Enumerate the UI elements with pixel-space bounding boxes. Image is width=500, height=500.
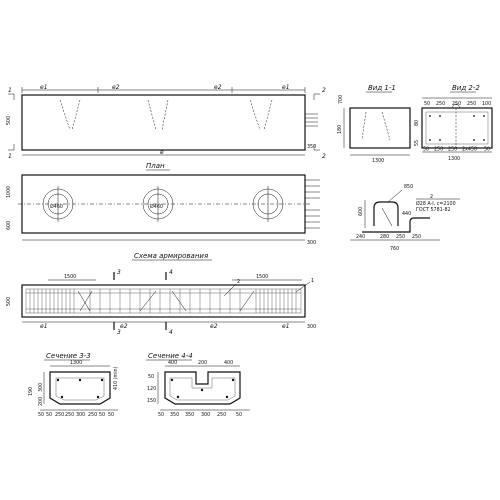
dim-part-mid: 440 [402,211,411,217]
dim-scheme-right: 300 [307,324,316,330]
dim-plan-right: 300 [307,240,316,246]
dim-view2-bot-3: 2x450 [462,147,477,153]
view-2-title: Вид 2-2 [452,84,480,92]
dim-s44-top-2: 400 [224,360,233,366]
dim-s44-left-2: 150 [147,398,156,404]
stirrups-right [255,289,297,313]
dim-s33-bot-6: 50 [99,412,105,418]
dim-scheme-left: 500 [6,297,12,306]
dim-s33-rot: 410 (min) [113,366,119,390]
dim-s44-top-0: 400 [168,360,177,366]
dim-s44-bot-3: 300 [201,412,210,418]
dim-elevation-left: 500 [6,116,12,125]
section-4-title: Сечение 4-4 [148,352,193,360]
dim-scheme-top-right: 1500 [256,274,268,280]
dim-view2-bot-4: 50 [484,147,490,153]
dim-part-bottom-2: 250 [412,234,421,240]
dim-part-bottom-0: 280 [380,234,389,240]
dim-s33-side2: 200 [38,397,44,406]
dim-s44-left-0: 50 [148,374,154,380]
cut-label-3-top: 3 [117,269,121,276]
scheme-e2-left: e2 [120,323,128,330]
dim-view1-side: 700 [338,95,344,104]
dim-view2-top-0: 50 [424,101,430,107]
dim-part-bot-left: 240 [356,234,365,240]
dim-s33-left: 190 [28,387,34,396]
section-3-title: Сечение 3-3 [46,352,91,360]
dim-s33-bot-0: 50 [38,412,44,418]
dim-view1-left: 180 [337,125,343,134]
scheme-e1-right: e1 [282,323,290,330]
segment-e1-right: e1 [282,84,290,91]
part-spec-2: ГОСТ 5781-82 [416,207,451,213]
view-1-1: Вид 1-1 700 180 1300 [337,84,411,164]
dim-view2-top-1: 250 [436,101,445,107]
dim-s44-bot-1: 350 [170,412,179,418]
dim-view2-bot-2: 250 [448,147,457,153]
dim-view1-bottom: 1300 [372,158,384,164]
dim-s44-bot-0: 50 [158,412,164,418]
stirrups-mid [89,289,241,313]
dim-s33-bot-4: 300 [76,412,85,418]
dim-plan-mid: 600 [6,221,12,230]
part-spec-1: Ø28 A-I, c=2100 [416,200,456,207]
view-2-2: Вид 2-2 50 250 250 250 100 50 250 250 2x… [414,84,493,162]
segment-e1-left: e1 [40,84,48,91]
dim-s33-side: 300 [38,383,44,392]
cut-label-1-bottom: 1 [8,153,12,160]
hole-2-label: Ø460 [150,203,163,210]
dim-elevation-right: 350 [307,144,316,150]
cut-label-4-bottom: 4 [169,329,173,336]
dim-view2-bot-1: 250 [434,147,443,153]
reinforcement-scheme: Схема армирования 1500 1500 [6,252,316,336]
scheme-title: Схема армирования [134,252,208,260]
dim-s33-bot-2: 250 [55,412,64,418]
cut-label-2-top: 2 [322,87,326,94]
dim-s44-bot-2: 350 [185,412,194,418]
scheme-e1-left: e1 [40,323,48,330]
segment-e2-left: e2 [112,84,120,91]
dim-s44-left-1: 120 [147,386,156,392]
dim-s33-bot-3: 250 [65,412,74,418]
dim-part-left: 600 [358,207,364,216]
segment-e-total: e [160,149,164,156]
dim-s44-bot-5: 50 [236,412,242,418]
dim-scheme-top-left: 1500 [64,274,76,280]
plan-view: План Ø460 Ø460 1000 600 300 [6,162,320,246]
cut-label-2-bottom: 2 [322,153,326,160]
dim-view2-bot-0: 50 [423,147,429,153]
cut-label-1-top: 1 [8,87,12,94]
cut-label-4-top: 4 [169,269,173,276]
bar-detail: 850 600 440 240 280 250 250 760 2 Ø28 A-… [350,184,460,252]
dim-plan-left: 1000 [6,186,12,198]
dim-s33-bot-7: 50 [108,412,114,418]
dim-s44-top-1: 200 [198,360,207,366]
dim-part-total: 760 [390,246,399,252]
callout-part-1: 1 [311,278,314,284]
dim-s33-top: 1300 [70,360,82,366]
dim-view2-total: 1300 [448,156,460,162]
elevation-view: 1 1 2 2 e1 e2 e2 e1 e 500 350 [6,84,326,160]
cut-label-3-bottom: 3 [117,329,121,336]
dim-view2-left: 80 [414,120,420,126]
dim-part-top: 850 [404,184,413,190]
stirrups-left [29,289,75,313]
dim-s33-bot-1: 50 [46,412,52,418]
section-3-3: Сечение 3-3 1300 300 200 190 410 (min) 5… [28,352,119,418]
plan-title: План [146,162,165,170]
part-number: 2 [430,194,433,200]
dim-view2-left2: 55 [414,140,420,146]
hole-1-label: Ø460 [50,203,63,210]
scheme-e2-right: e2 [210,323,218,330]
view-1-title: Вид 1-1 [368,84,396,92]
section-4-4: Сечение 4-4 400 200 400 50 120 150 50 35… [146,352,250,418]
dim-view2-top-4: 100 [482,101,491,107]
dim-s44-bot-4: 250 [217,412,226,418]
dim-s33-bot-5: 250 [88,412,97,418]
segment-e2-right: e2 [214,84,222,91]
dim-view2-top-3: 250 [467,101,476,107]
callout-part-2: 2 [237,279,240,285]
dim-part-bottom-1: 250 [396,234,405,240]
